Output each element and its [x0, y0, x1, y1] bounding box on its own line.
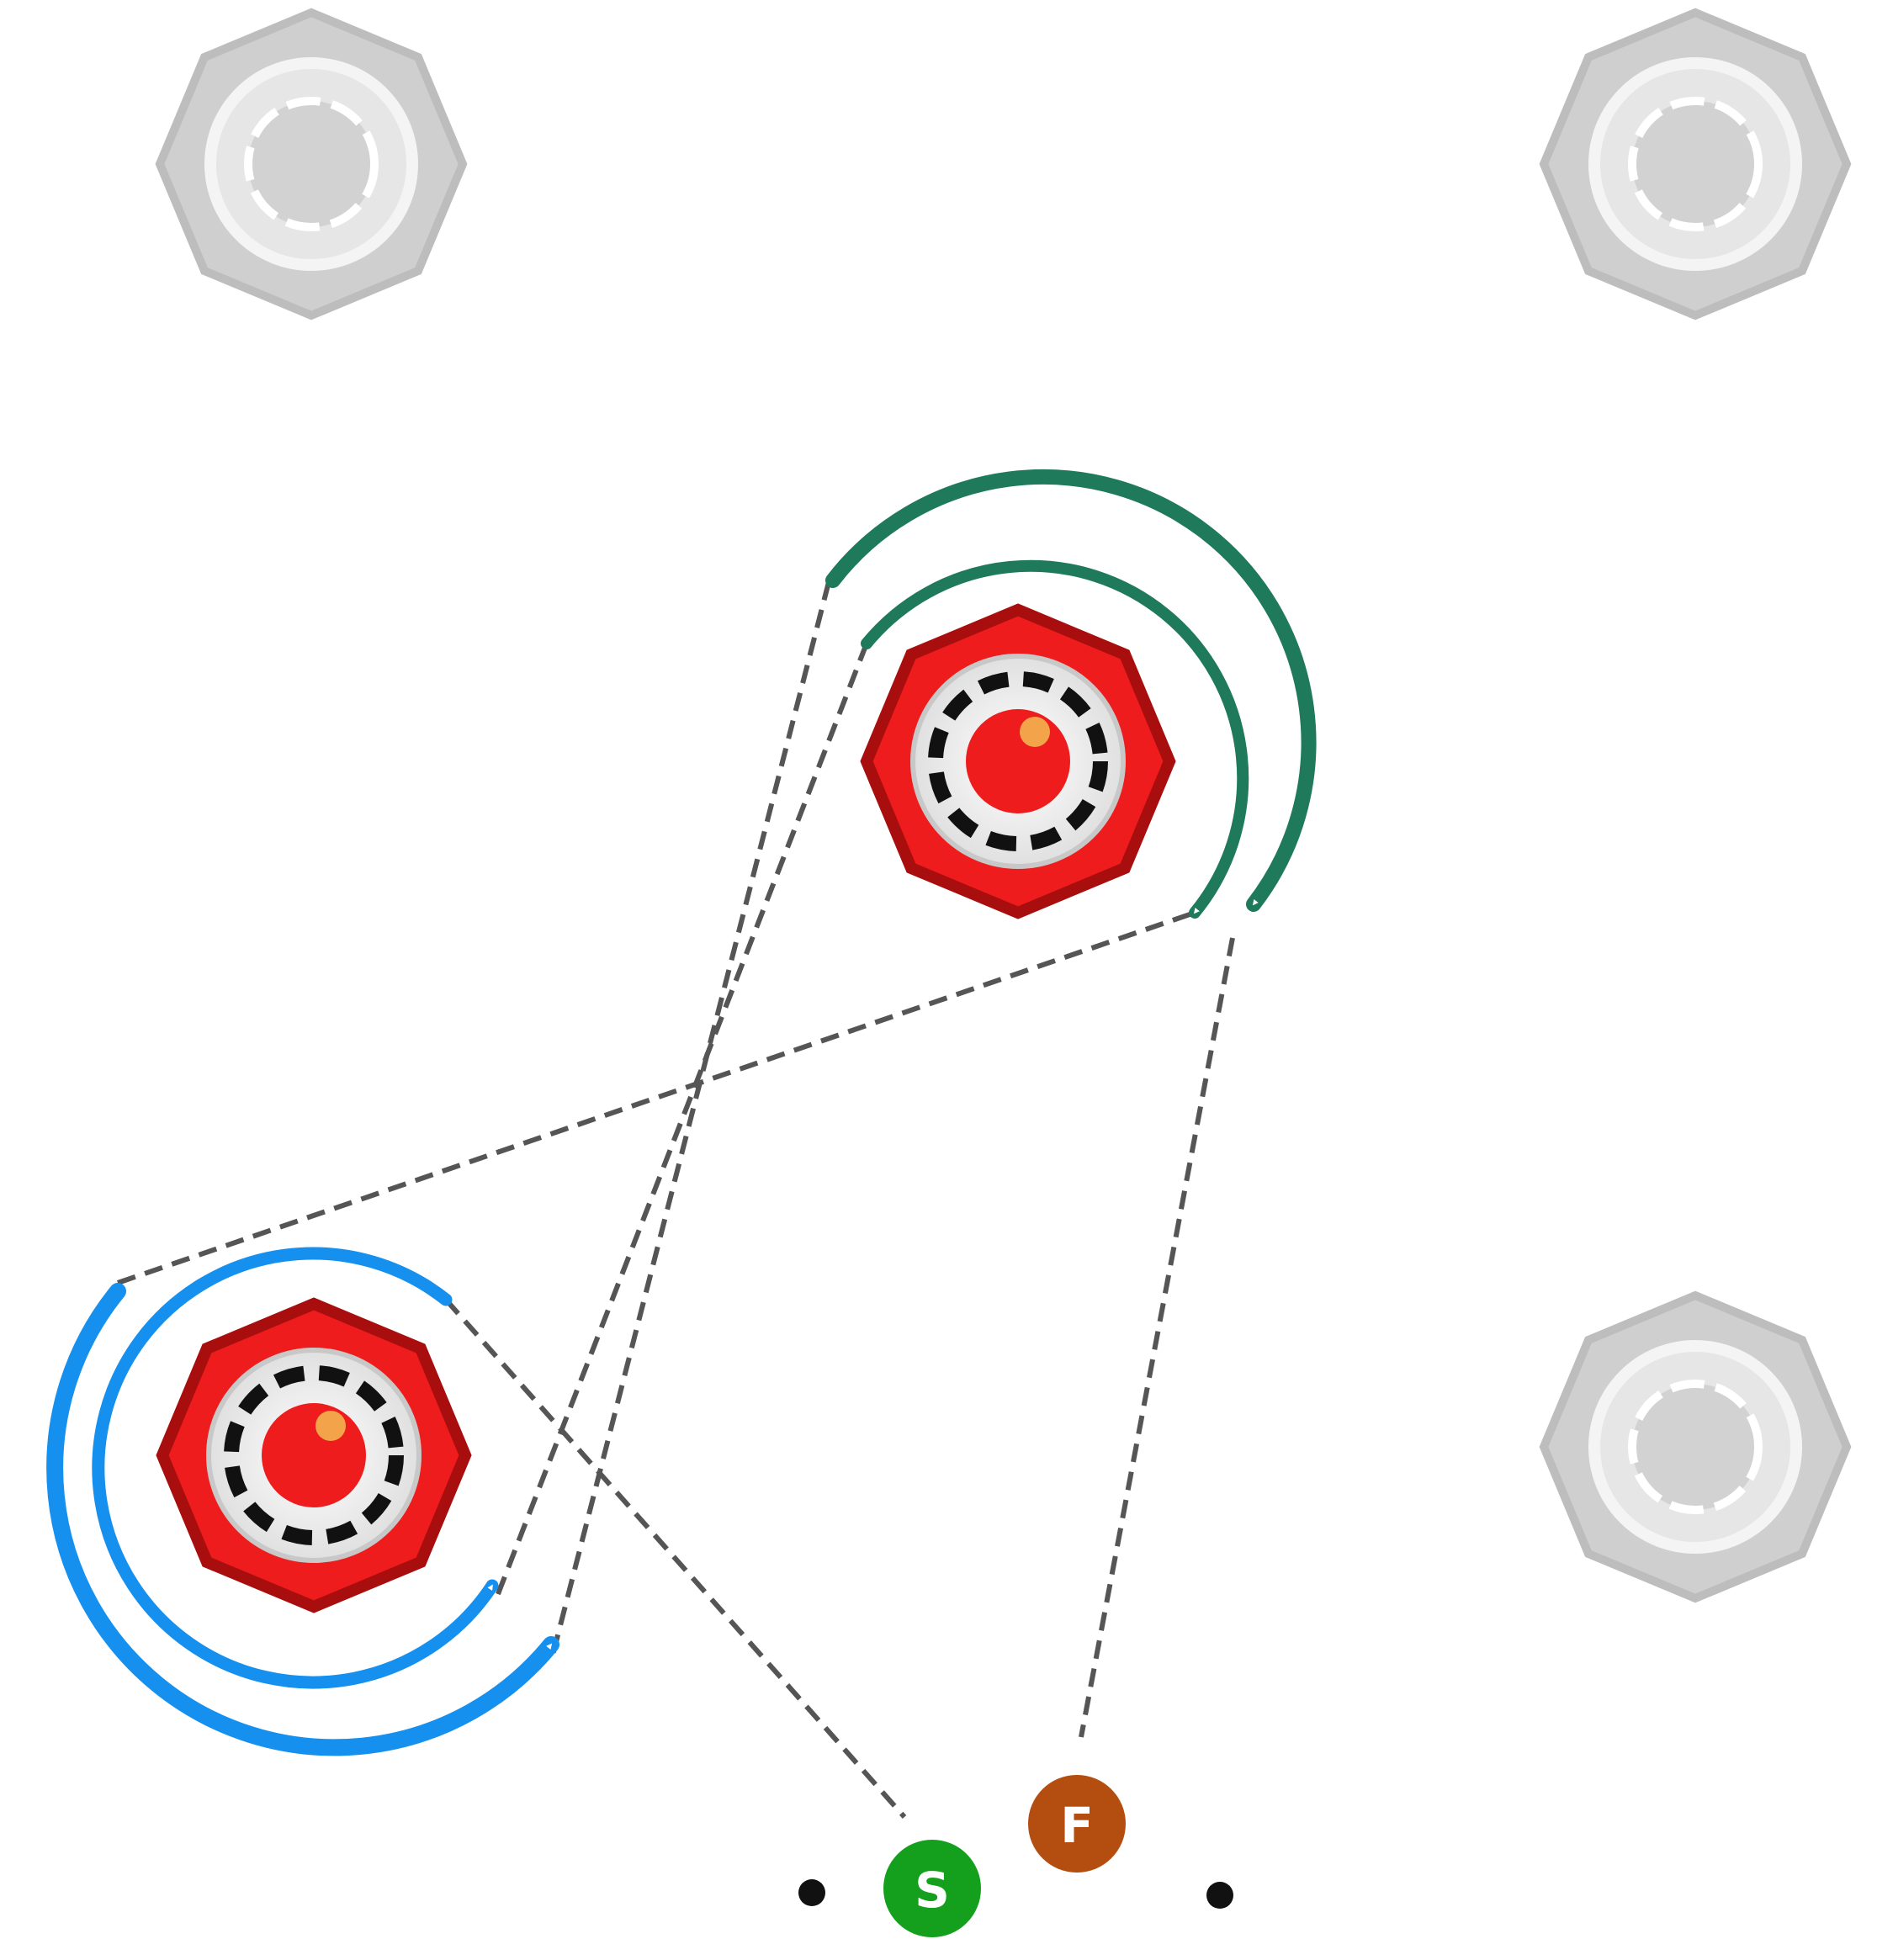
dashed-line [1079, 937, 1235, 1738]
cone-top-left [155, 8, 468, 320]
cone-bottom-right [1539, 1290, 1852, 1603]
dashed-line [494, 642, 869, 1600]
dashed-line [443, 1298, 907, 1819]
dot-icon [798, 1879, 825, 1906]
blue-arrows [46, 1247, 559, 1756]
start-marker: S [883, 1840, 981, 1937]
curved-arrow-icon [861, 559, 1249, 919]
curved-arrow-icon [46, 1283, 559, 1756]
cone-center [860, 603, 1176, 919]
start-marker-label: S [915, 1862, 950, 1919]
curved-arrow-icon [92, 1247, 499, 1689]
finish-marker: F [1028, 1775, 1126, 1873]
cone-bottom-left [156, 1297, 472, 1613]
cone-top-right [1539, 8, 1852, 320]
dashed-paths [117, 581, 1235, 1819]
green-arrows [825, 469, 1317, 919]
dot-icon [1206, 1882, 1233, 1909]
dashed-line [117, 910, 1196, 1285]
curved-arrow-icon [825, 469, 1317, 912]
finish-marker-label: F [1060, 1797, 1094, 1854]
dashed-line [549, 581, 831, 1662]
